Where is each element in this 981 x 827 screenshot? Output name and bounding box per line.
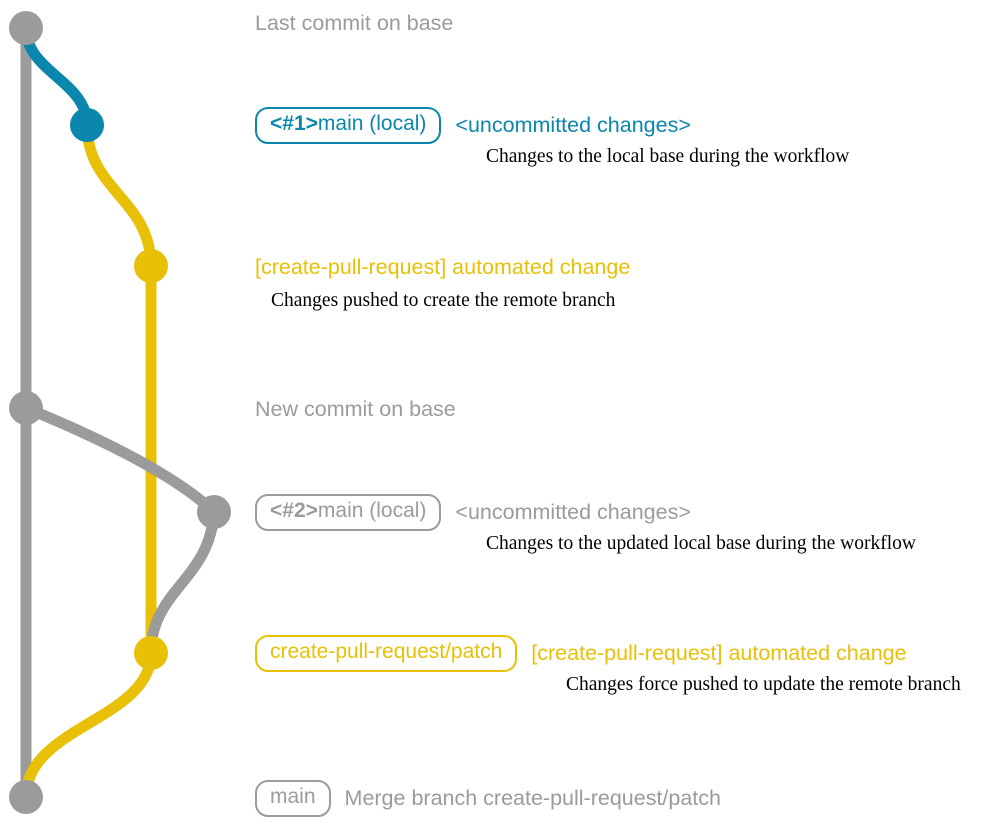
row-remote-2: create-pull-request/patch [create-pull-r… [255, 635, 907, 672]
commit-node-local-1[interactable] [70, 108, 104, 142]
commit-subject-remote-2: [create-pull-request] automated change [531, 641, 907, 666]
commit-node-remote-2[interactable] [134, 636, 168, 670]
commit-subject-local-1: <uncommitted changes> [455, 113, 691, 138]
commit-note-remote-1: Changes pushed to create the remote bran… [271, 290, 616, 311]
edge-base-new-to-local-2 [20, 402, 220, 518]
edge-remote-2-to-merge [20, 647, 157, 803]
commit-note-local-2: Changes to the updated local base during… [486, 533, 916, 554]
commit-subject-local-2: <uncommitted changes> [455, 500, 691, 525]
ref-pill-main-name: main [270, 785, 316, 809]
edge-local-1-to-remote-1 [81, 119, 157, 272]
ref-pill-local-1[interactable]: <#1> main (local) [255, 107, 442, 144]
ref-pill-local-1-number: <#1> [270, 112, 318, 136]
row-merge: main Merge branch create-pull-request/pa… [255, 780, 721, 817]
ref-pill-local-2[interactable]: <#2> main (local) [255, 494, 442, 531]
commit-node-remote-1[interactable] [134, 249, 168, 283]
commit-subject-remote-1: [create-pull-request] automated change [255, 255, 631, 279]
ref-pill-local-2-branch: main (local) [317, 499, 427, 523]
commit-node-base-last[interactable] [9, 11, 43, 45]
commit-subject-last-commit-on-base: Last commit on base [255, 11, 454, 35]
commit-subject-merge: Merge branch create-pull-request/patch [344, 786, 721, 811]
commit-node-base-new[interactable] [9, 391, 43, 425]
commit-node-merge[interactable] [9, 780, 43, 814]
ref-pill-main[interactable]: main [255, 780, 331, 817]
commit-note-local-1: Changes to the local base during the wor… [486, 146, 850, 167]
edge-local-2-to-remote-2 [145, 506, 220, 659]
ref-pill-remote-branch[interactable]: create-pull-request/patch [255, 635, 518, 672]
ref-pill-local-2-number: <#2> [270, 499, 318, 523]
ref-pill-local-1-branch: main (local) [317, 112, 427, 136]
commit-node-local-2[interactable] [197, 495, 231, 529]
row-local-1: <#1> main (local) <uncommitted changes> [255, 107, 691, 144]
row-last-commit-on-base: Last commit on base [255, 12, 453, 35]
row-local-2: <#2> main (local) <uncommitted changes> [255, 494, 691, 531]
ref-pill-remote-branch-name: create-pull-request/patch [270, 640, 503, 664]
commit-subject-base-new: New commit on base [255, 397, 456, 421]
commit-note-remote-2: Changes force pushed to update the remot… [566, 674, 961, 695]
